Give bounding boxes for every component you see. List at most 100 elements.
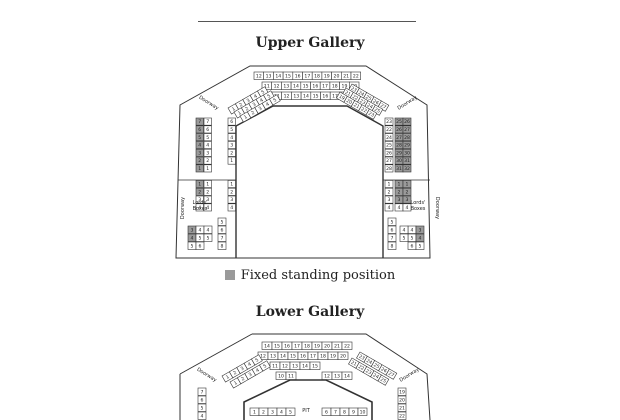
svg-text:1: 1	[198, 166, 201, 172]
upper-right-box-seat: 5	[407, 233, 417, 242]
svg-text:17: 17	[322, 83, 328, 89]
svg-text:3: 3	[198, 197, 201, 203]
svg-text:5: 5	[254, 357, 260, 364]
upper-left-column-seat: 2	[227, 187, 236, 196]
upper-right-column-seat: 30	[402, 148, 412, 157]
upper-inner-wall	[235, 105, 384, 258]
svg-text:7: 7	[391, 235, 394, 241]
upper-top-row-seat: 19	[339, 81, 350, 90]
lower-top-row-seat: 16	[297, 351, 309, 360]
upper-left-column-seat: 5	[227, 125, 236, 134]
lower-top-row-seat: 21	[331, 341, 343, 350]
svg-text:16: 16	[284, 343, 290, 349]
svg-text:2: 2	[238, 102, 244, 109]
lower-top-row-seat: 11	[269, 361, 281, 370]
svg-text:14: 14	[264, 343, 270, 349]
lower-inner-seat: 10	[275, 371, 287, 380]
svg-text:24: 24	[357, 90, 365, 98]
svg-text:31: 31	[396, 166, 402, 172]
upper-right-box-seat: 4	[415, 233, 425, 242]
upper-right-column-seat: 4	[394, 203, 404, 212]
svg-text:2: 2	[198, 158, 201, 164]
upper-left-column-seat: 2	[195, 156, 204, 165]
lower-top-row-seat: 15	[271, 341, 283, 350]
svg-text:10: 10	[360, 409, 366, 415]
lower-top-row-seat: 14	[261, 341, 273, 350]
lower-top-row-seat: 19	[327, 351, 339, 360]
svg-text:7: 7	[201, 389, 204, 395]
svg-text:1: 1	[233, 380, 239, 387]
lower-top-row-seat: 14	[299, 361, 311, 370]
svg-text:13: 13	[292, 363, 298, 369]
svg-text:18: 18	[304, 343, 310, 349]
svg-text:12: 12	[324, 373, 330, 379]
upper-left-column-seat: 3	[227, 141, 236, 149]
lower-top-row-seat: 17	[291, 341, 303, 350]
svg-text:4: 4	[230, 135, 233, 141]
svg-text:5: 5	[206, 135, 209, 141]
svg-text:8: 8	[343, 409, 346, 415]
svg-text:18: 18	[314, 73, 320, 79]
svg-text:27: 27	[387, 371, 395, 379]
upper-left-box-column-seat: 8	[217, 241, 227, 250]
lower-inner-seat: 13	[331, 371, 343, 380]
svg-text:20: 20	[340, 353, 346, 359]
upper-left-column-seat: 4	[203, 141, 212, 149]
svg-text:12: 12	[282, 363, 288, 369]
svg-text:8: 8	[221, 243, 224, 249]
standing-swatch-icon	[224, 270, 235, 280]
upper-top-row-seat: 17	[302, 71, 313, 80]
upper-doorway-label-right-side: Doorway	[434, 197, 440, 219]
svg-text:24: 24	[386, 135, 392, 141]
svg-text:3: 3	[248, 372, 254, 379]
svg-text:16: 16	[300, 353, 306, 359]
svg-text:2: 2	[232, 370, 238, 377]
lower-left-side-seat: 5	[197, 403, 207, 412]
upper-top-row-seat: 13	[281, 81, 292, 90]
upper-right-column-seat: 4	[402, 203, 412, 212]
upper-right-column-seat: 2	[402, 187, 412, 196]
lower-pit-seat: 7	[330, 407, 341, 416]
upper-left-column-seat: 1	[195, 164, 204, 173]
svg-text:2: 2	[388, 189, 391, 195]
lower-top-row-seat: 20	[337, 351, 349, 360]
svg-text:1: 1	[253, 409, 256, 415]
upper-top-row-seat: 15	[300, 81, 311, 90]
svg-text:15: 15	[303, 83, 309, 89]
svg-text:25: 25	[364, 94, 372, 102]
svg-text:25: 25	[379, 377, 387, 385]
upper-left-column-seat: 7	[203, 117, 212, 126]
svg-text:7: 7	[221, 235, 224, 241]
svg-text:19: 19	[324, 73, 330, 79]
svg-text:5: 5	[230, 127, 233, 133]
upper-left-column-seat: 3	[195, 148, 204, 157]
lower-pit-seat: 6	[321, 407, 332, 416]
svg-text:6: 6	[325, 409, 328, 415]
svg-text:15: 15	[313, 93, 319, 99]
lower-pit-seat: 8	[339, 407, 350, 416]
svg-text:5: 5	[411, 235, 414, 241]
lower-right-diag-seat: 27	[385, 368, 398, 380]
upper-right-column-seat: 27	[384, 156, 394, 165]
lower-top-row-seat: 13	[267, 351, 279, 360]
svg-text:1: 1	[225, 374, 231, 381]
svg-text:14: 14	[344, 373, 350, 379]
upper-left-column-seat: 2	[203, 187, 212, 196]
svg-text:1: 1	[206, 166, 209, 172]
upper-top-row-seat: 16	[320, 91, 331, 100]
svg-text:5: 5	[201, 405, 204, 411]
svg-text:22: 22	[357, 364, 365, 372]
upper-left-box-column-seat: 6	[217, 225, 227, 234]
svg-text:15: 15	[290, 353, 296, 359]
svg-text:19: 19	[342, 83, 348, 89]
upper-top-row-seat: 16	[310, 81, 321, 90]
svg-text:5: 5	[199, 235, 202, 241]
svg-text:4: 4	[265, 101, 271, 108]
lower-right-side-seat: 19	[397, 387, 407, 396]
svg-text:2: 2	[230, 150, 233, 156]
svg-text:23: 23	[386, 119, 392, 125]
upper-right-box-seat: 5	[415, 241, 425, 250]
svg-text:10: 10	[278, 373, 284, 379]
